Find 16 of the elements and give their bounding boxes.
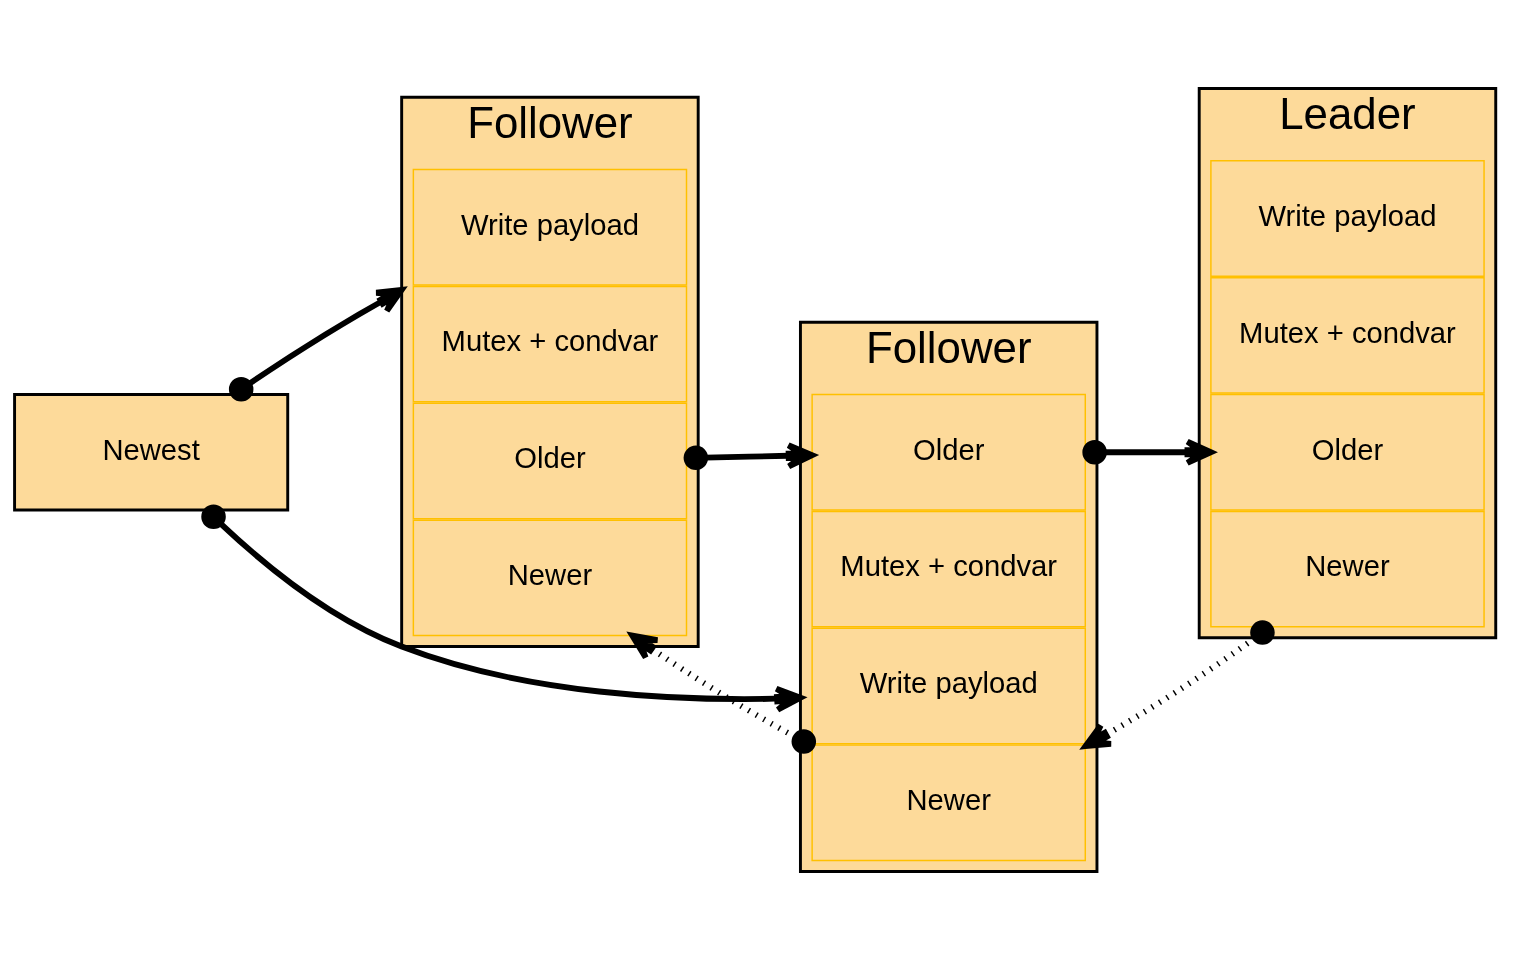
node-box: Newest [13,393,290,512]
arrow [228,287,405,402]
node-box: Write payload [811,627,1086,745]
node-box: Write payload [412,168,688,286]
node-box: Older [412,402,688,520]
arrow [629,632,817,754]
node-box: Older [811,393,1086,511]
node-box: Mutex + condvar [412,285,688,403]
node-box: Newer [412,519,688,637]
arrow [1082,620,1275,750]
node-box: Write payload [1210,160,1485,277]
node-box: Older [1210,393,1485,511]
node-box: Mutex + condvar [811,510,1086,628]
node-box: Newer [1210,510,1485,628]
node-box: Newer [811,744,1086,862]
node-box: Mutex + condvar [1210,276,1485,394]
